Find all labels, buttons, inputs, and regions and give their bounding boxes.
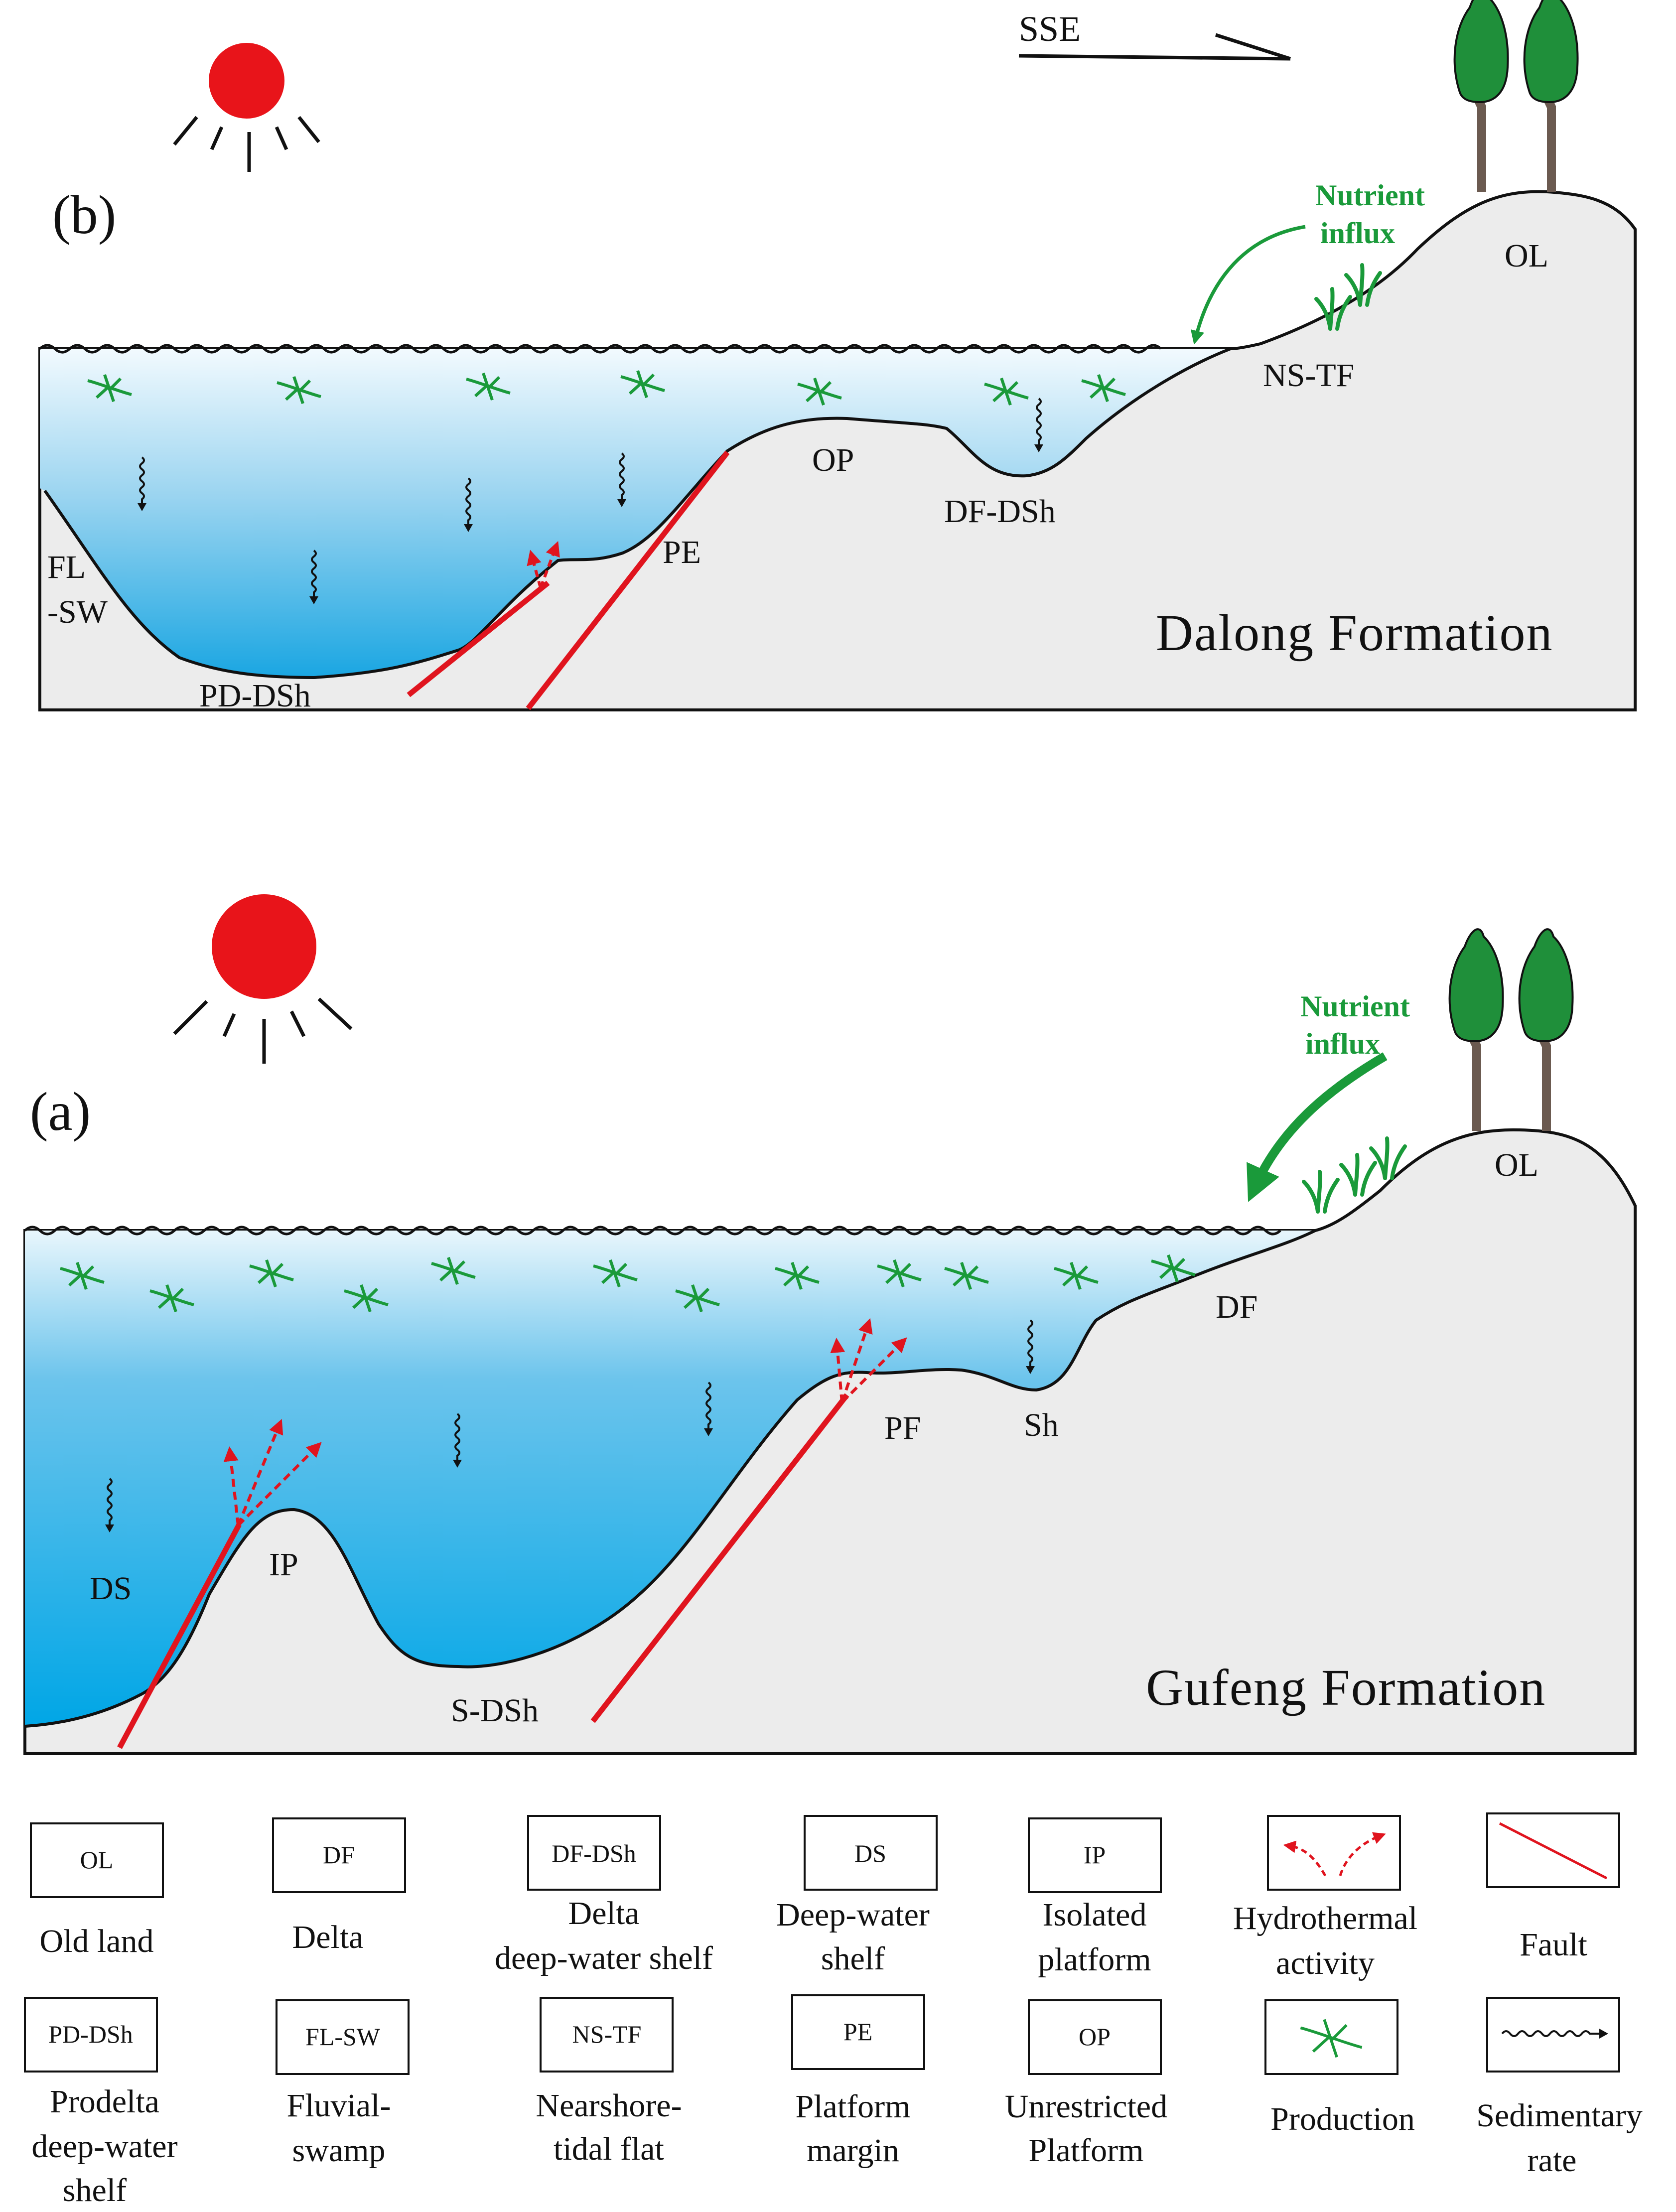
legend-text: Delta [568,1895,640,1932]
panel-b-nutrient-line1: Nutrient [1315,179,1425,212]
panel-a-label-df: DF [1216,1289,1257,1325]
panel-b-hydrothermal-icon [527,541,560,589]
legend-text: Deep-water [776,1897,930,1933]
legend-item-prodelta-deep-water-shelf: PD-DSh Prodelta deep-water shelf [24,1997,178,2209]
panel-b: (b) SSE [38,0,1637,714]
panel-a-nutrient-line1: Nutrient [1300,990,1410,1023]
panel-b-label-ns-tf: NS-TF [1263,357,1354,394]
panel-a-label-ip: IP [269,1546,298,1583]
legend-text: Delta [292,1919,364,1955]
legend-item-fault: Fault [1486,1812,1620,1963]
panel-a-label-ol: OL [1495,1147,1538,1183]
legend-code: FL-SW [305,2023,381,2051]
legend-item-delta: DF Delta [272,1817,406,1955]
legend-code: IP [1084,1841,1106,1869]
panel-a-label-sh: Sh [1024,1407,1059,1443]
legend-code: DS [854,1839,886,1867]
legend-text: tidal flat [554,2131,664,2167]
legend-text: shelf [63,2172,127,2209]
legend-text: Fault [1520,1927,1587,1963]
panel-b-letter: (b) [52,184,116,245]
legend-item-hydrothermal-activity: Hydrothermal activity [1233,1815,1417,1981]
legend-text: Isolated [1043,1897,1147,1933]
fault-icon [1499,1822,1608,1880]
legend-text: Platform [796,2088,911,2125]
panel-b-formation-title: Dalong Formation [1156,604,1553,662]
panel-b-label-pe: PE [663,534,701,570]
panel-a-nutrient-influx: Nutrient influx [1247,990,1410,1202]
sedimentary-rate-icon [1501,2029,1608,2039]
panel-a-water-surface [24,1226,1281,1236]
legend-code: DF-DSh [552,1839,636,1867]
legend-item-sedimentary-rate: Sedimentary rate [1476,1997,1643,2179]
panel-a-label-s-dsh: S-DSh [451,1692,539,1729]
panel-b-faults [407,450,730,710]
legend-text: Fluvial- [287,2087,391,2124]
panel-b-label-pd-dsh: PD-DSh [199,678,311,714]
legend-text: Prodelta [50,2083,159,2120]
production-icon [1300,2019,1363,2058]
legend-item-deep-water-shelf: DS Deep-water shelf [776,1815,938,1977]
legend-text: Old land [39,1923,153,1959]
legend-item-old-land: OL Old land [30,1822,164,1959]
panel-b-nutrient-influx: Nutrient influx [1190,179,1425,345]
legend-item-fluvial-swamp: FL-SW Fluvial- swamp [276,1999,410,2169]
panel-b-label-op: OP [812,442,854,478]
legend-item-isolated-platform: IP Isolated platform [1028,1817,1162,1978]
panel-a-nutrient-line2: influx [1305,1027,1380,1060]
legend-text: deep-water [31,2128,177,2165]
legend-code: NS-TF [572,2020,642,2048]
panel-a-hydrothermal-icon [223,1318,907,1527]
legend-text: deep-water shelf [495,1940,713,1976]
direction-indicator: SSE [1018,9,1291,61]
legend-text: Nearshore- [536,2087,682,2124]
panel-b-label-ol: OL [1505,238,1548,274]
legend-item-unrestricted-platform: OP Unrestricted Platform [1005,1999,1167,2169]
hydrothermal-icon [1283,1832,1386,1877]
panel-a-label-pf: PF [884,1410,921,1446]
panel-a-faults [117,1393,849,1749]
legend-item-nearshore-tidal-flat: NS-TF Nearshore- tidal flat [536,1997,682,2167]
legend-text: Unrestricted [1005,2088,1167,2125]
legend-item-delta-deep-water-shelf: DF-DSh Delta deep-water shelf [495,1815,713,1976]
panel-b-label-df-dsh: DF-DSh [944,493,1056,530]
legend-text: rate [1528,2142,1577,2179]
panel-a: (a) [23,894,1637,1755]
panel-b-label-fl-line1: FL [47,549,86,585]
legend-code: OL [80,1846,114,1874]
panel-a-water [25,1231,1315,1726]
legend-text: Platform [1029,2132,1144,2169]
legend-code: PD-DSh [48,2020,133,2048]
legend-text: swamp [292,2132,386,2169]
legend-code: OP [1079,2023,1111,2051]
legend-code: PE [843,2018,872,2046]
panel-a-trees [1450,929,1573,1131]
panel-a-label-ds: DS [90,1570,132,1607]
legend-text: Production [1270,2101,1415,2137]
legend-text: Sedimentary [1476,2097,1643,2134]
legend-text: Hydrothermal [1233,1900,1417,1936]
legend-text: margin [807,2132,899,2169]
legend-text: platform [1038,1941,1151,1978]
legend-item-production: Production [1264,1999,1415,2137]
panel-b-water [40,349,1231,678]
panel-b-trees [1455,0,1578,192]
legend-item-platform-margin: PE Platform margin [791,1994,925,2169]
legend-text: activity [1276,1945,1375,1981]
legend-text: shelf [821,1940,885,1977]
direction-label: SSE [1019,9,1081,49]
panel-b-label-fl-line2: -SW [47,594,108,630]
sun-icon [173,43,320,172]
legend: OL Old land DF Delta DF-DSh Delta deep-w… [24,1812,1643,2209]
legend-code: DF [323,1841,355,1869]
panel-b-nutrient-line2: influx [1320,217,1395,250]
panel-a-letter: (a) [30,1081,91,1142]
sun-icon [173,894,353,1064]
panel-b-water-surface [39,344,1162,354]
panel-a-formation-title: Gufeng Formation [1146,1659,1546,1716]
